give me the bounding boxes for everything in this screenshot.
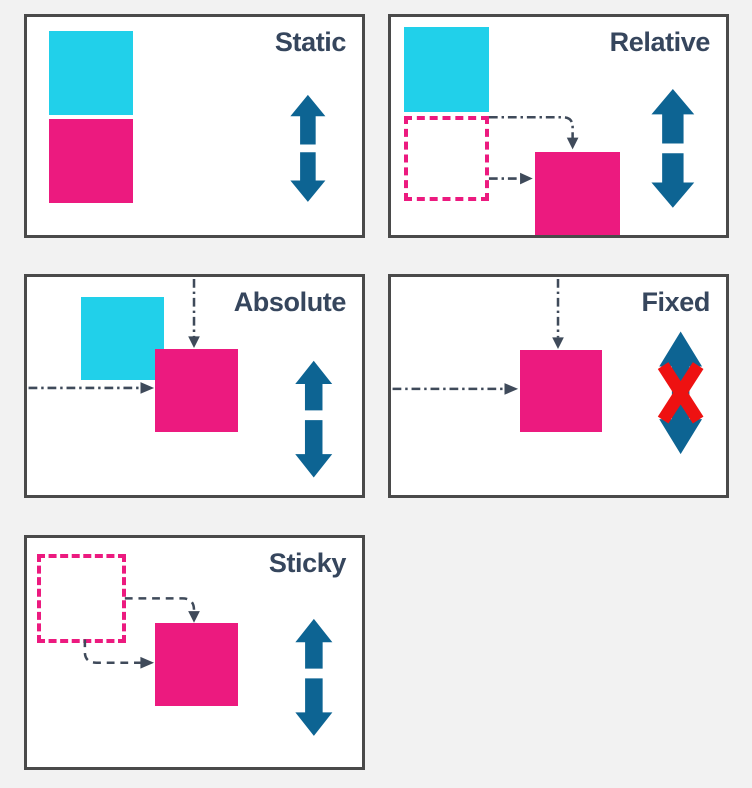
connector-dashed-top bbox=[124, 597, 196, 613]
arrowhead-down-icon bbox=[552, 337, 564, 350]
arrowhead-down-icon bbox=[566, 137, 579, 150]
arrowhead-right-icon bbox=[140, 656, 155, 669]
panel-relative: Relative bbox=[388, 14, 729, 238]
double-arrow-vertical-icon bbox=[651, 89, 695, 208]
pink-box bbox=[535, 152, 620, 235]
arrowhead-down-icon bbox=[188, 611, 200, 623]
arrowhead-right-icon bbox=[140, 382, 155, 394]
arrowhead-down-icon bbox=[188, 336, 200, 349]
pink-box bbox=[155, 349, 238, 432]
cross-mark-icon bbox=[657, 362, 704, 424]
ghost-box bbox=[404, 116, 489, 201]
panel-static: Static bbox=[24, 14, 365, 238]
connector-dash-dot-top bbox=[488, 115, 574, 140]
cyan-box bbox=[404, 27, 489, 112]
pink-box bbox=[49, 119, 133, 203]
panel-title-relative: Relative bbox=[609, 27, 711, 57]
pink-box bbox=[155, 623, 238, 706]
panel-title-static: Static bbox=[274, 27, 347, 57]
arrowhead-right-icon bbox=[520, 172, 533, 185]
cyan-box bbox=[49, 31, 133, 115]
cyan-box bbox=[81, 297, 164, 380]
panel-title-sticky: Sticky bbox=[268, 548, 347, 578]
double-arrow-vertical-icon bbox=[659, 331, 703, 455]
pink-box bbox=[520, 350, 602, 432]
panel-title-fixed: Fixed bbox=[641, 287, 710, 317]
panel-title-absolute: Absolute bbox=[233, 287, 347, 317]
panel-absolute: Absolute bbox=[24, 274, 365, 498]
arrowhead-right-icon bbox=[504, 383, 519, 395]
panel-sticky: Sticky bbox=[24, 535, 365, 770]
panel-fixed: Fixed bbox=[388, 274, 729, 498]
double-arrow-vertical-icon bbox=[290, 94, 326, 202]
double-arrow-vertical-icon bbox=[295, 360, 333, 478]
ghost-box bbox=[37, 554, 126, 643]
double-arrow-vertical-crossed-icon bbox=[657, 331, 704, 455]
double-arrow-vertical-icon bbox=[295, 618, 333, 736]
